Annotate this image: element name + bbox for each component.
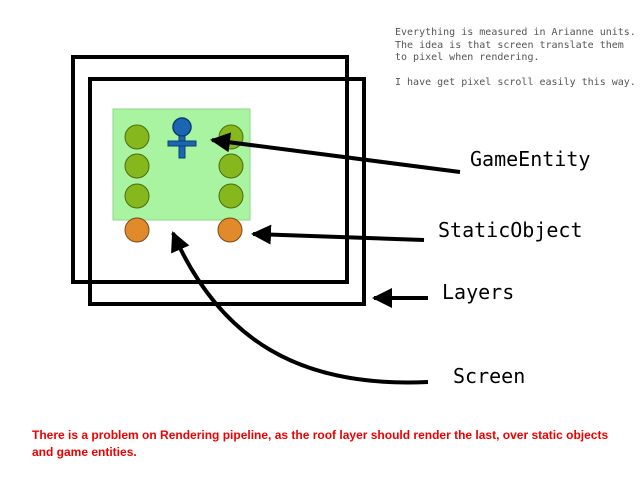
layer-frame-front bbox=[88, 77, 366, 306]
label-game-entity: GameEntity bbox=[470, 147, 591, 171]
static-object bbox=[124, 217, 150, 243]
static-objects bbox=[124, 124, 244, 243]
explanation-note: Everything is measured in Arianne units.… bbox=[395, 27, 640, 101]
label-screen: Screen bbox=[453, 364, 526, 388]
arrow-static-object bbox=[251, 224, 425, 245]
note-paragraph-2: I have get pixel scroll easily this way. bbox=[395, 76, 636, 88]
arrow-screen bbox=[171, 231, 429, 385]
game-entity-head bbox=[172, 117, 192, 137]
label-static-object: StaticObject bbox=[438, 218, 583, 242]
game-entity-arms bbox=[167, 140, 197, 147]
game-entity-figure bbox=[167, 117, 197, 159]
label-layers: Layers bbox=[442, 280, 515, 304]
layer-frame-back bbox=[71, 55, 349, 284]
game-entity-body bbox=[178, 135, 186, 159]
static-object bbox=[218, 183, 244, 209]
static-object bbox=[217, 217, 243, 243]
static-object bbox=[124, 183, 150, 209]
static-object bbox=[124, 124, 150, 150]
problem-caption: There is a problem on Rendering pipeline… bbox=[32, 428, 609, 459]
arrow-game-entity bbox=[210, 132, 461, 174]
note-paragraph-1: Everything is measured in Arianne units.… bbox=[395, 27, 636, 63]
static-object bbox=[124, 153, 150, 179]
static-object bbox=[218, 153, 244, 179]
